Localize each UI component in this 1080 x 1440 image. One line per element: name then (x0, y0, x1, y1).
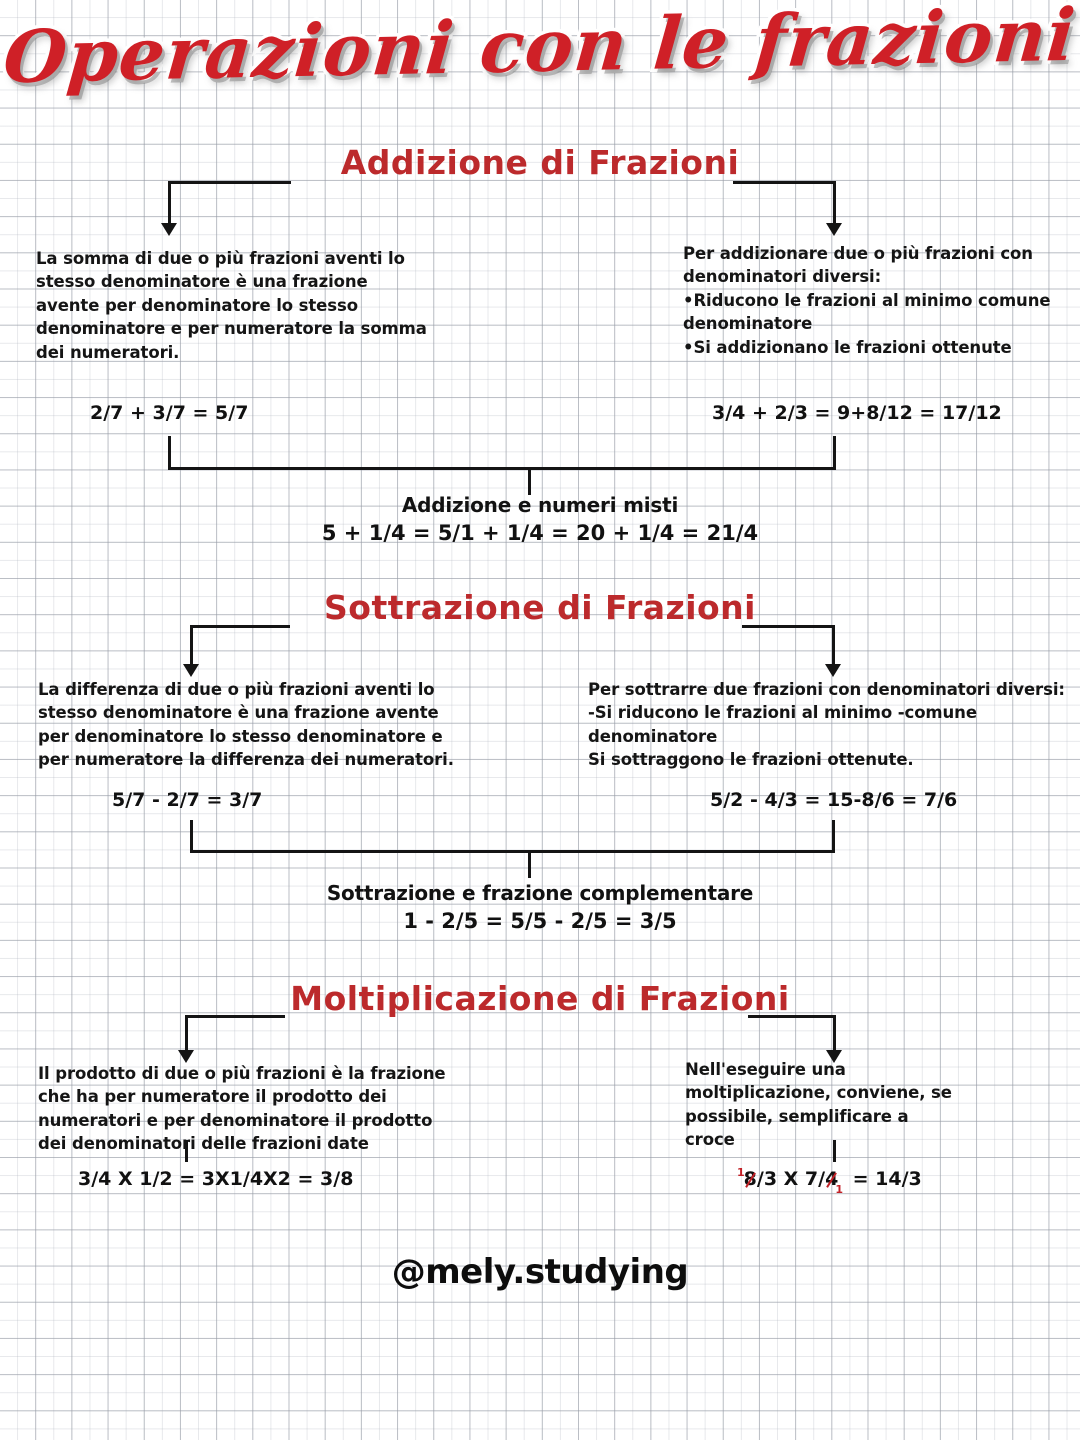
addizione-sub-formula: 5 + 1/4 = 5/1 + 1/4 = 20 + 1/4 = 21/4 (321, 521, 759, 545)
text-line: avente per denominatore lo stesso (36, 295, 358, 315)
connector-top-moltiplicazione-left (185, 1015, 285, 1018)
sottrazione-right-formula: 5/2 - 4/3 = 15-8/6 = 7/6 (710, 789, 958, 811)
addizione-left-formula: 2/7 + 3/7 = 5/7 (90, 402, 249, 424)
arrow-sottrazione-left (183, 664, 199, 677)
page-title: Operazioni con le frazioni (0, 0, 1080, 103)
addizione-right-text: Per addizionare due o più frazioni con d… (683, 242, 1053, 359)
text-line: La differenza di due o più frazioni aven… (38, 680, 435, 699)
cross-simplify-numerator-mark: 1 (737, 1166, 745, 1179)
text-line: Per sottrarre due frazioni con denominat… (588, 680, 1065, 699)
text-line: •Si addizionano le frazioni ottenute (683, 337, 1012, 357)
text-line: per numeratore la differenza dei numerat… (38, 750, 454, 770)
moltiplicazione-right-formula: 18/3 X 7/41 = 14/3 (736, 1166, 922, 1196)
text-line: denominatori diversi: (683, 267, 882, 287)
cancelled-numerator: 8 (743, 1168, 757, 1190)
connector-up-sottrazione-left (190, 820, 193, 853)
connector-bottom-sottrazione (190, 850, 835, 853)
text-line: Si sottraggono le frazioni ottenute. (588, 750, 914, 770)
text-line: che ha per numeratore il prodotto dei (38, 1087, 387, 1107)
section-heading-moltiplicazione: Moltiplicazione di Frazioni (290, 979, 790, 1018)
sottrazione-left-formula: 5/7 - 2/7 = 3/7 (112, 789, 263, 811)
text-line: numeratori e per denominatore il prodott… (38, 1110, 433, 1130)
moltiplicazione-left-formula: 3/4 X 1/2 = 3X1/4X2 = 3/8 (78, 1168, 354, 1190)
connector-down-addizione-left (168, 181, 171, 228)
text-line: possibile, semplificare a (685, 1106, 909, 1126)
moltiplicazione-right-text: Nell'eseguire una moltiplicazione, convi… (685, 1058, 1015, 1152)
text-line: dei numeratori. (36, 342, 180, 362)
text-line: Nell'eseguire una (685, 1060, 846, 1079)
connector-up-addizione-left (168, 436, 171, 470)
connector-up-addizione-right (833, 436, 836, 470)
connector-top-addizione-left (168, 181, 291, 184)
text-line: -Si riducono le frazioni al minimo -comu… (588, 703, 977, 723)
connector-up-sottrazione-right (832, 820, 835, 853)
text-line: stesso denominatore è una frazione (36, 272, 368, 292)
sottrazione-sub-title: Sottrazione e frazione complementare (326, 881, 754, 905)
text-line: denominatore (588, 726, 718, 746)
moltiplicazione-left-text: Il prodotto di due o più frazioni è la f… (38, 1062, 468, 1156)
text-line: Il prodotto di due o più frazioni è la f… (38, 1064, 446, 1083)
sottrazione-sub-formula: 1 - 2/5 = 5/5 - 2/5 = 3/5 (403, 909, 677, 933)
formula-mid: /3 X 7/ (756, 1168, 826, 1190)
connector-down-moltiplicazione-right (833, 1015, 836, 1055)
text-line: denominatore (683, 314, 813, 334)
connector-down-sottrazione-right (832, 625, 835, 669)
connector-down-sottrazione-left (190, 625, 193, 669)
connector-top-addizione-right (733, 181, 836, 184)
text-line: dei denominatori delle frazioni date (38, 1134, 369, 1154)
section-heading-addizione: Addizione di Frazioni (340, 143, 740, 182)
text-line: denominatore e per numeratore la somma (36, 319, 427, 339)
text-line: moltiplicazione, conviene, se (685, 1083, 952, 1103)
cancelled-denominator: 4 (825, 1168, 839, 1190)
arrow-addizione-left (161, 223, 177, 236)
author-handle: @mely.studying (391, 1252, 689, 1292)
addizione-sub-title: Addizione e numeri misti (401, 493, 679, 517)
connector-top-sottrazione-left (190, 625, 290, 628)
addizione-right-formula: 3/4 + 2/3 = 9+8/12 = 17/12 (712, 402, 1002, 424)
text-line: La somma di due o più frazioni aventi lo (36, 249, 405, 268)
sottrazione-left-text: La differenza di due o più frazioni aven… (38, 678, 488, 772)
arrow-addizione-right (826, 223, 842, 236)
section-heading-sottrazione: Sottrazione di Frazioni (324, 588, 756, 627)
text-line: Per addizionare due o più frazioni con (683, 244, 1033, 263)
sottrazione-right-text: Per sottrarre due frazioni con denominat… (588, 678, 1068, 772)
text-line: stesso denominatore è una frazione avent… (38, 703, 439, 723)
arrow-moltiplicazione-left (178, 1050, 194, 1063)
text-line: per denominatore lo stesso denominatore … (38, 726, 443, 746)
text-line: •Riducono le frazioni al minimo comune (683, 290, 1051, 310)
arrow-moltiplicazione-right (826, 1050, 842, 1063)
connector-stub-moltiplicazione-right (833, 1140, 836, 1162)
sottrazione-sub-block: Sottrazione e frazione complementare 1 -… (0, 881, 1080, 933)
connector-top-sottrazione-right (742, 625, 835, 628)
connector-bottom-addizione (168, 467, 836, 470)
cross-simplify-denominator-mark: 1 (835, 1183, 843, 1196)
connector-down-addizione-right (833, 181, 836, 228)
arrow-sottrazione-right (825, 664, 841, 677)
connector-stub-moltiplicazione-left (185, 1140, 188, 1162)
formula-tail: = 14/3 (845, 1168, 922, 1190)
connector-sottrazione-to-sub (528, 850, 531, 878)
connector-addizione-to-sub (528, 467, 531, 495)
connector-down-moltiplicazione-left (185, 1015, 188, 1055)
addizione-left-text: La somma di due o più frazioni aventi lo… (36, 247, 466, 364)
connector-top-moltiplicazione-right (748, 1015, 836, 1018)
page-title-container: Operazioni con le frazioni (0, 0, 1080, 103)
addizione-sub-block: Addizione e numeri misti 5 + 1/4 = 5/1 +… (0, 493, 1080, 545)
text-line: croce (685, 1130, 735, 1150)
